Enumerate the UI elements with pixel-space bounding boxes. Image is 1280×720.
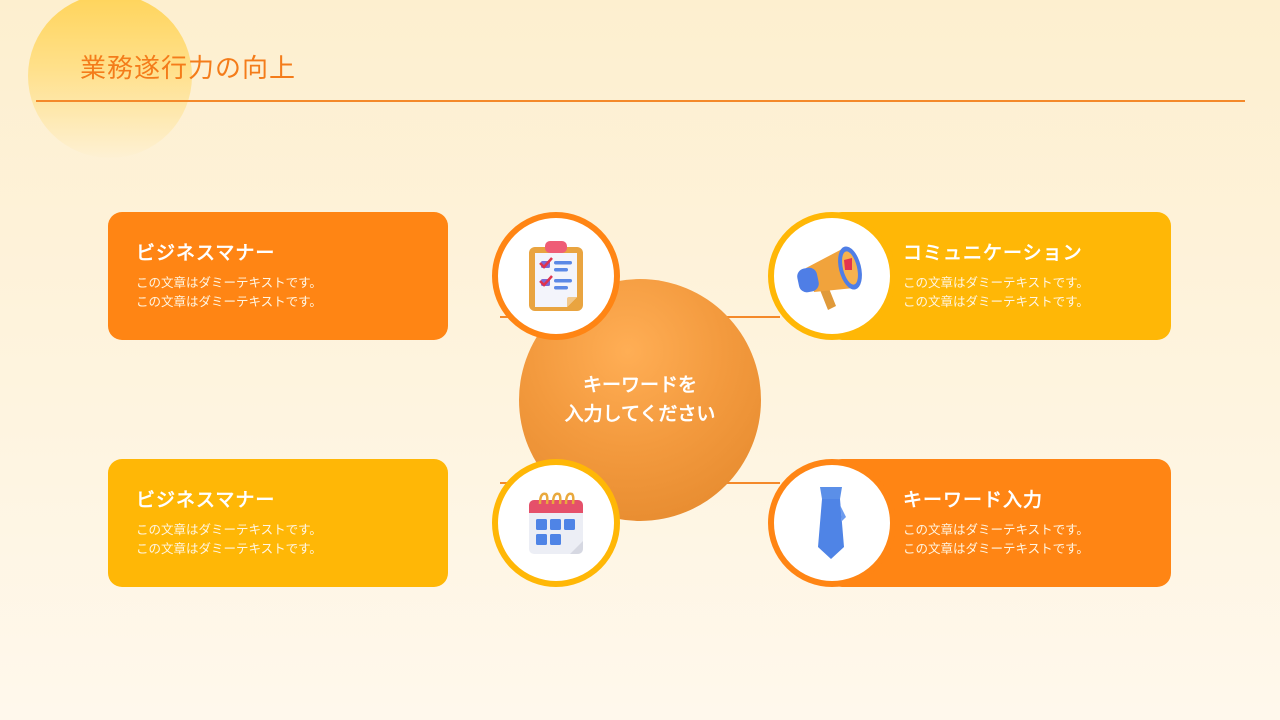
icon-badge	[492, 459, 620, 587]
hub-line-2: 入力してください	[564, 403, 716, 425]
card-panel	[108, 459, 448, 587]
hub-line-1: キーワードを	[582, 374, 697, 396]
connector-bottom-right	[720, 482, 780, 484]
slide-title: 業務遂行力の向上	[80, 54, 297, 84]
megaphone-icon	[797, 246, 862, 310]
card-text-line: この文章はダミーテキストです。	[136, 541, 322, 556]
necktie-icon	[818, 487, 846, 559]
card-text-line: この文章はダミーテキストです。	[903, 294, 1089, 309]
card-text-line: この文章はダミーテキストです。	[903, 275, 1089, 290]
title-divider	[36, 100, 1245, 102]
card-heading: ビジネスマナー	[136, 489, 276, 511]
decorative-circle	[28, 0, 192, 158]
clipboard-checklist-icon	[529, 241, 583, 311]
card-heading: ビジネスマナー	[136, 242, 276, 264]
card-text-line: この文章はダミーテキストです。	[136, 522, 322, 537]
icon-badge	[492, 212, 620, 340]
connector-top-right	[720, 316, 780, 318]
card-keyword-input[interactable]: キーワード入力 この文章はダミーテキストです。 この文章はダミーテキストです。	[768, 459, 1171, 587]
card-heading: コミュニケーション	[903, 242, 1083, 264]
card-text-line: この文章はダミーテキストです。	[136, 294, 322, 309]
card-business-manners-bottom[interactable]: ビジネスマナー この文章はダミーテキストです。 この文章はダミーテキストです。	[108, 459, 620, 587]
card-panel	[108, 212, 448, 340]
card-text-line: この文章はダミーテキストです。	[903, 541, 1089, 556]
card-business-manners-top[interactable]: ビジネスマナー この文章はダミーテキストです。 この文章はダミーテキストです。	[108, 212, 620, 340]
card-communication[interactable]: コミュニケーション この文章はダミーテキストです。 この文章はダミーテキストです…	[768, 212, 1171, 340]
card-heading: キーワード入力	[903, 489, 1044, 511]
card-text-line: この文章はダミーテキストです。	[136, 275, 322, 290]
calendar-icon	[529, 492, 583, 554]
card-text-line: この文章はダミーテキストです。	[903, 522, 1089, 537]
icon-badge	[768, 212, 896, 340]
icon-badge	[768, 459, 896, 587]
